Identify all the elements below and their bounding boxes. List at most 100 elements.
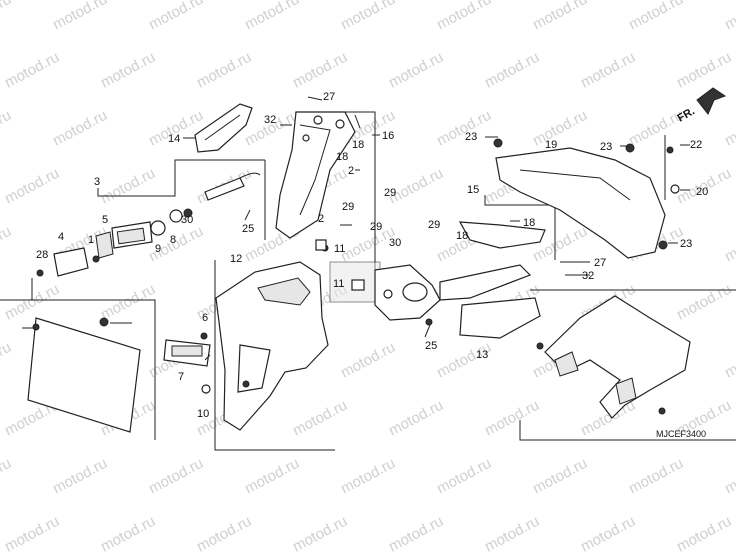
- callout-6: 6: [202, 312, 208, 324]
- callout-25: 25: [242, 223, 254, 235]
- front-direction-indicator: FR.: [676, 87, 727, 125]
- watermark-text: motod.ru: [0, 223, 14, 266]
- part-upper-bracket: [275, 111, 356, 239]
- watermark-text: motod.ru: [290, 49, 350, 92]
- part-reflector: [163, 332, 211, 367]
- watermark-text: motod.ru: [194, 513, 254, 552]
- watermark-text: motod.ru: [242, 0, 302, 34]
- watermark-text: motod.ru: [2, 165, 62, 208]
- watermark-text: motod.ru: [0, 455, 14, 498]
- watermark-text: motod.ru: [674, 49, 734, 92]
- watermark-text: motod.ru: [290, 513, 350, 552]
- callout-25: 25: [425, 340, 437, 352]
- part-side-cover: [536, 295, 691, 419]
- watermark-text: motod.ru: [0, 0, 14, 34]
- watermark-text: motod.ru: [146, 455, 206, 498]
- callout-16: 16: [382, 130, 394, 142]
- watermark-text: motod.ru: [338, 455, 398, 498]
- part-number-labels: 1 2 2 3 4 5 6 7 8 9 10 11 11 12 13 14 15…: [36, 91, 708, 420]
- part-license-plate: [22, 317, 141, 433]
- callout-32: 32: [582, 270, 594, 282]
- callout-30: 30: [389, 237, 401, 249]
- part-license-light-assembly: [36, 172, 261, 277]
- leader-lines: [204, 96, 690, 361]
- callout-10: 10: [197, 408, 209, 420]
- diagram-code: MJCEF3400: [656, 429, 706, 439]
- watermark-text: motod.ru: [674, 513, 734, 552]
- part-seat-cowl: [493, 138, 680, 259]
- watermark-text: motod.ru: [98, 513, 158, 552]
- part-inner-panel: [459, 297, 541, 339]
- part-rear-fender: [201, 261, 329, 431]
- callout-28: 28: [36, 249, 48, 261]
- callout-14: 14: [168, 133, 180, 145]
- watermark-text: motod.ru: [98, 49, 158, 92]
- watermark-text: motod.ru: [434, 0, 494, 34]
- watermark-text: motod.ru: [146, 0, 206, 34]
- part-center-bracket: [315, 221, 546, 326]
- callout-30: 30: [181, 214, 193, 226]
- callout-22: 22: [690, 139, 702, 151]
- callout-29: 29: [384, 187, 396, 199]
- watermark-text: motod.ru: [530, 455, 590, 498]
- callout-4: 4: [58, 231, 64, 243]
- watermark-text: motod.ru: [722, 107, 736, 150]
- watermark-text: motod.ru: [0, 339, 14, 382]
- callout-29: 29: [370, 221, 382, 233]
- callout-7: 7: [178, 371, 184, 383]
- callout-29: 29: [428, 219, 440, 231]
- callout-3: 3: [94, 176, 100, 188]
- watermark-text: motod.ru: [674, 281, 734, 324]
- watermark-text: motod.ru: [386, 397, 446, 440]
- callout-18: 18: [336, 151, 348, 163]
- watermark-text: motod.ru: [530, 0, 590, 34]
- callout-9: 9: [155, 243, 161, 255]
- watermark-text: motod.ru: [338, 339, 398, 382]
- callout-11: 11: [333, 278, 344, 290]
- watermark-text: motod.ru: [626, 0, 686, 34]
- callout-23: 23: [465, 131, 477, 143]
- part-grab-bracket: [183, 103, 253, 153]
- callout-12: 12: [230, 253, 242, 265]
- watermark-text: motod.ru: [722, 223, 736, 266]
- watermark-text: motod.ru: [290, 397, 350, 440]
- watermark-text: motod.ru: [386, 513, 446, 552]
- watermark-text: motod.ru: [98, 165, 158, 208]
- callout-11: 11: [334, 243, 345, 255]
- watermark-text: motod.ru: [434, 455, 494, 498]
- watermark-text: motod.ru: [194, 49, 254, 92]
- watermark-text: motod.ru: [50, 0, 110, 34]
- callout-18: 18: [523, 217, 535, 229]
- callout-5: 5: [102, 214, 108, 226]
- watermark-text: motod.ru: [50, 455, 110, 498]
- watermark-text: motod.ru: [98, 281, 158, 324]
- callout-27: 27: [323, 91, 335, 103]
- callout-8: 8: [170, 234, 176, 246]
- callout-29: 29: [342, 201, 354, 213]
- callout-19: 19: [545, 139, 557, 151]
- watermark-text: motod.ru: [530, 107, 590, 150]
- watermark-text: motod.ru: [242, 455, 302, 498]
- callout-2: 2: [348, 165, 354, 177]
- watermark-text: motod.ru: [2, 513, 62, 552]
- watermark-text: motod.ru: [338, 0, 398, 34]
- callout-18: 18: [456, 230, 468, 242]
- watermark-text: motod.ru: [2, 49, 62, 92]
- watermark-text: motod.ru: [578, 49, 638, 92]
- callout-20: 20: [696, 186, 708, 198]
- group-brackets: [0, 111, 736, 451]
- watermark-text: motod.ru: [386, 49, 446, 92]
- callout-23: 23: [600, 141, 612, 153]
- callout-1: 1: [88, 234, 94, 246]
- callout-23: 23: [680, 238, 692, 250]
- callout-27: 27: [594, 257, 606, 269]
- callout-32: 32: [264, 114, 276, 126]
- watermark-text: motod.ru: [482, 49, 542, 92]
- watermark-text: motod.ru: [50, 107, 110, 150]
- callout-15: 15: [467, 184, 479, 196]
- watermark-text: motod.ru: [722, 0, 736, 34]
- callout-2: 2: [318, 213, 324, 225]
- watermark-text: motod.ru: [482, 513, 542, 552]
